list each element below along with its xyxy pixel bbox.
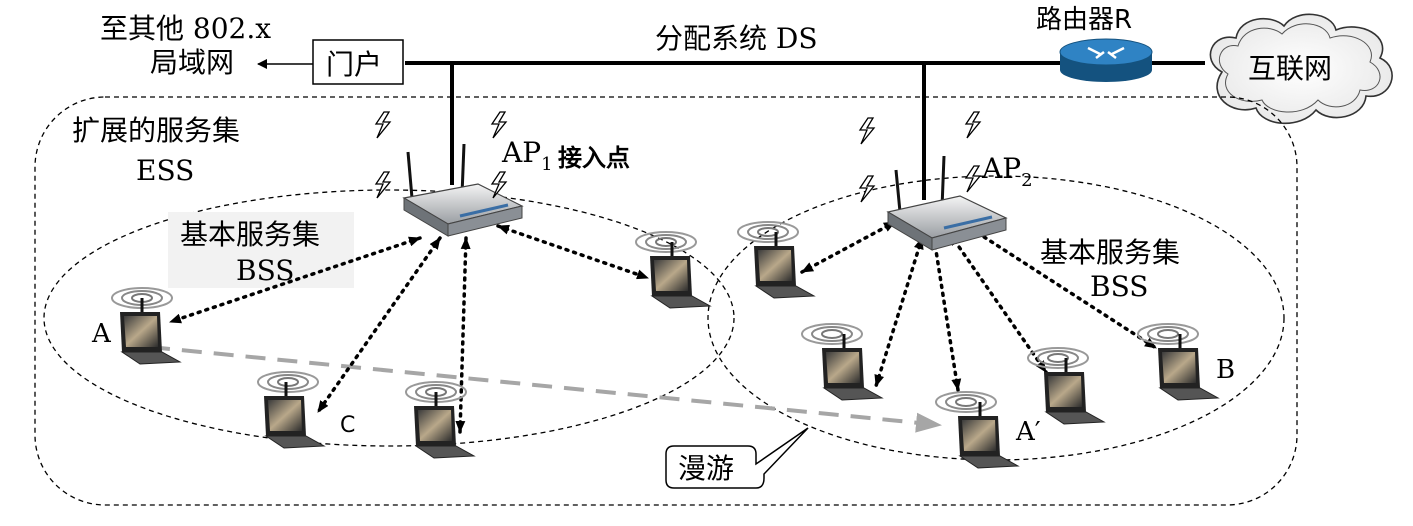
station-a-prime-label: A′ [1015, 417, 1041, 447]
internet-cloud [1209, 13, 1393, 125]
bss1-abbrev: BSS [236, 254, 294, 287]
station-a-prime-icon [935, 391, 1020, 470]
station-c-label: C [340, 413, 355, 438]
link-ap1-d [455, 236, 471, 434]
ess-abbrev: ESS [136, 154, 194, 187]
ap2-label: AP2 [981, 152, 1033, 191]
portal-label: 门户 [326, 48, 382, 81]
to-other-lan-label-2: 局域网 [150, 46, 234, 79]
bss1-boundary [43, 189, 735, 447]
signal-bolt-icon [375, 171, 391, 199]
roaming-callout [665, 427, 809, 489]
station-g-icon [801, 323, 884, 402]
distribution-system-label: 分配系统 DS [655, 22, 818, 55]
router-icon [1059, 38, 1153, 82]
station-c-icon [257, 371, 326, 450]
portal-box [312, 39, 404, 85]
internet-label: 互联网 [1248, 52, 1332, 85]
signal-bolt-icon [859, 175, 875, 203]
signal-bolt-icon [859, 117, 875, 145]
link-ap2-b [962, 222, 1158, 350]
station-e-icon [635, 231, 712, 310]
wireless-links [168, 220, 1158, 434]
link-ap2-g [874, 236, 924, 388]
roaming-label: 漫游 [678, 452, 734, 485]
signal-bolt-icon [491, 111, 507, 139]
link-ap2-f [800, 220, 897, 274]
bss2-abbrev: BSS [1090, 270, 1148, 303]
bss1-title: 基本服务集 [180, 218, 320, 251]
station-a-icon [111, 287, 182, 366]
signal-bolt-icon [375, 111, 391, 139]
roaming-path [149, 345, 942, 433]
link-ap2-a-prime [930, 236, 962, 392]
link-ap1-c [316, 236, 442, 414]
station-f-icon [737, 221, 816, 300]
station-a-label: A [91, 319, 112, 349]
station-d-icon [405, 381, 476, 460]
station-b-icon [1137, 323, 1220, 402]
link-ap2-h [948, 232, 1048, 374]
to-other-lan-label: 至其他 802.x [100, 12, 271, 45]
router-label: 路由器R [1036, 5, 1132, 35]
signal-bolt-icon [965, 111, 981, 139]
station-h-icon [1027, 347, 1106, 426]
ess-boundary [34, 96, 1298, 506]
station-b-label: B [1216, 355, 1235, 385]
bss2-title: 基本服务集 [1040, 236, 1180, 269]
bss2-boundary [707, 175, 1285, 461]
ap1-label: AP1 [501, 136, 553, 175]
ap1-description: 接入点 [558, 144, 630, 172]
ap2-device-icon [886, 155, 1008, 251]
link-ap1-e [496, 224, 650, 280]
ap1-device-icon [402, 143, 524, 237]
ess-title: 扩展的服务集 [72, 114, 240, 147]
signal-bolt-icon [965, 165, 981, 193]
